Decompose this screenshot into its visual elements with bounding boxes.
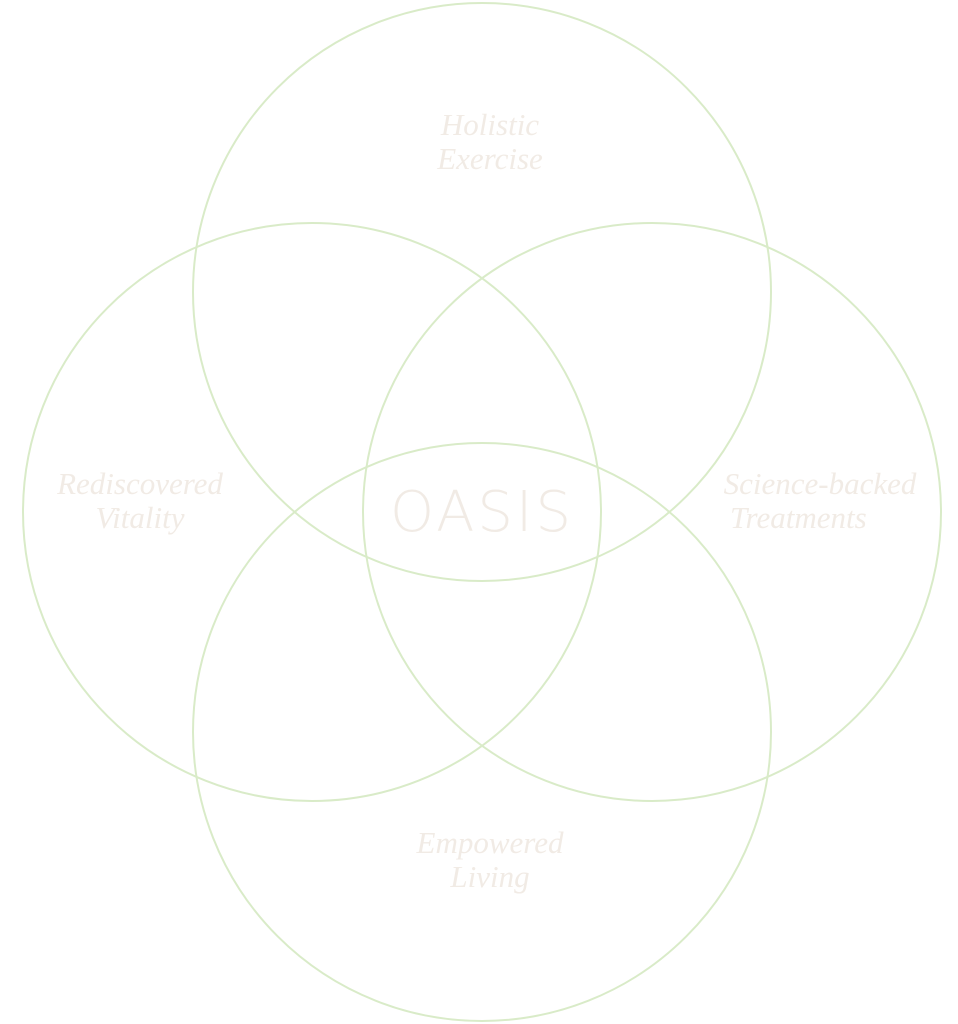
- label-right: Science-backed Treatments: [720, 467, 920, 535]
- circle-left: [22, 222, 602, 802]
- label-line: Treatments: [730, 500, 867, 535]
- label-line: Vitality: [95, 500, 185, 535]
- label-line: Rediscovered: [57, 466, 223, 501]
- label-line: Science-backed: [723, 466, 917, 501]
- label-line: Living: [450, 859, 530, 894]
- label-line: Holistic: [440, 107, 540, 142]
- label-top: Holistic Exercise: [390, 108, 590, 176]
- circle-top: [192, 2, 772, 582]
- label-left: Rediscovered Vitality: [40, 467, 240, 535]
- label-line: Empowered: [416, 825, 564, 860]
- circle-bottom: [192, 442, 772, 1022]
- center-label: OASIS: [389, 480, 574, 545]
- label-line: Exercise: [437, 141, 543, 176]
- label-bottom: Empowered Living: [390, 826, 590, 894]
- circle-right: [362, 222, 942, 802]
